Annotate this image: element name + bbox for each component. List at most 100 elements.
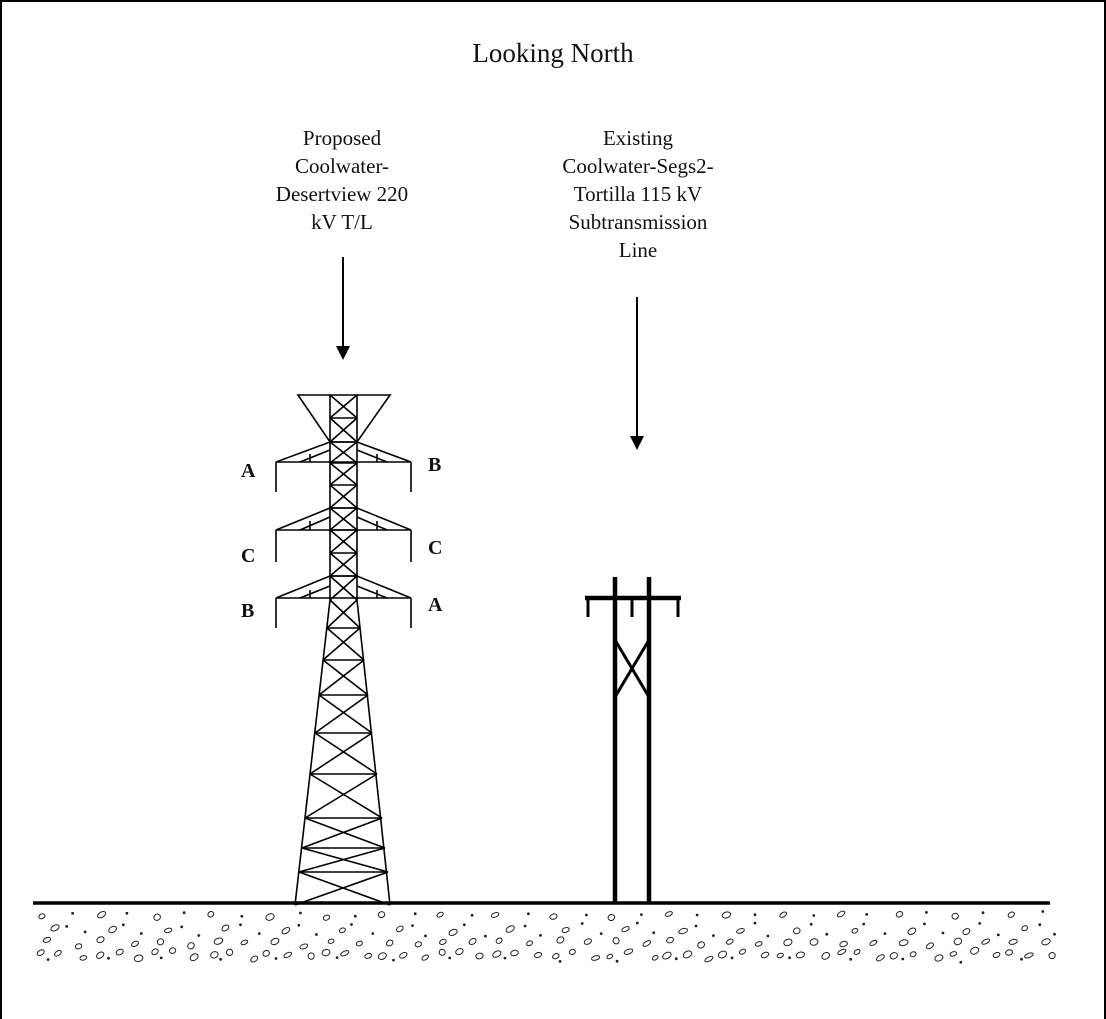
gravel-pebble bbox=[38, 913, 46, 920]
gravel-pebble bbox=[492, 950, 502, 958]
phase-label-right-middle: C bbox=[428, 537, 443, 559]
gravel-dot bbox=[809, 922, 813, 926]
proposed-label-line: Desertview 220 bbox=[275, 182, 409, 206]
gravel-dot bbox=[1041, 910, 1045, 913]
gravel-dot bbox=[695, 913, 699, 917]
gravel-dot bbox=[539, 934, 542, 937]
gravel-dot bbox=[197, 934, 201, 937]
gravel-pebble bbox=[591, 955, 601, 961]
gravel-pebble bbox=[187, 942, 195, 950]
gravel-pebble bbox=[96, 936, 105, 944]
existing-label-line: Subtransmission bbox=[568, 210, 708, 234]
proposed-label-line: Coolwater- bbox=[294, 154, 390, 178]
gravel-dot bbox=[635, 921, 639, 925]
gravel-dot bbox=[674, 957, 678, 961]
gravel-pebble bbox=[1008, 938, 1018, 945]
existing-label-line: Coolwater-Segs2- bbox=[562, 154, 714, 178]
gravel-pebble bbox=[270, 937, 280, 946]
gravel-dot bbox=[996, 933, 1000, 937]
gravel-pebble bbox=[377, 911, 386, 919]
gravel-dot bbox=[585, 913, 588, 917]
gravel-pebble bbox=[505, 925, 515, 933]
gravel-dot bbox=[462, 923, 466, 927]
gravel-dot bbox=[615, 959, 619, 963]
gravel-pebble bbox=[779, 911, 788, 918]
gravel-pebble bbox=[395, 925, 404, 933]
gravel-dot bbox=[139, 932, 143, 935]
gravel-dot bbox=[580, 922, 584, 925]
gravel-pebble bbox=[895, 911, 904, 918]
phase-label-right-top: B bbox=[428, 454, 442, 476]
gravel-pebble bbox=[754, 941, 763, 947]
gravel-pebble bbox=[776, 952, 784, 959]
phase-label-left-middle: C bbox=[241, 545, 256, 567]
ground-gravel bbox=[36, 910, 1056, 964]
gravel-pebble bbox=[606, 953, 614, 960]
gravel-pebble bbox=[510, 949, 519, 957]
gravel-pebble bbox=[962, 928, 971, 936]
gravel-dot bbox=[350, 923, 353, 926]
gravel-pebble bbox=[385, 939, 394, 947]
gravel-pebble bbox=[115, 948, 124, 956]
gravel-pebble bbox=[612, 937, 620, 945]
gravel-pebble bbox=[299, 943, 309, 950]
gravel-pebble bbox=[736, 928, 745, 934]
gravel-dot bbox=[413, 912, 417, 916]
gravel-pebble bbox=[96, 951, 105, 959]
gravel-dot bbox=[978, 922, 982, 925]
gravel-pebble bbox=[1021, 925, 1029, 932]
gravel-dot bbox=[527, 912, 530, 916]
gravel-pebble bbox=[50, 924, 60, 932]
gravel-dot bbox=[46, 958, 50, 961]
gravel-pebble bbox=[42, 936, 52, 943]
gravel-pebble bbox=[439, 938, 447, 945]
gravel-dot bbox=[599, 932, 603, 935]
gravel-dot bbox=[766, 934, 770, 938]
gravel-dot bbox=[71, 911, 74, 915]
gravel-dot bbox=[812, 914, 816, 917]
gravel-pebble bbox=[934, 954, 944, 962]
gravel-dot bbox=[849, 957, 853, 961]
gravel-dot bbox=[371, 932, 375, 935]
gravel-pebble bbox=[970, 946, 980, 955]
gravel-pebble bbox=[36, 949, 45, 957]
gravel-pebble bbox=[74, 943, 83, 950]
gravel-dot bbox=[297, 923, 301, 927]
phase-label-right-bottom: A bbox=[428, 594, 443, 616]
existing-label-line: Tortilla 115 kV bbox=[573, 182, 703, 206]
gravel-pebble bbox=[783, 938, 793, 947]
gravel-dot bbox=[299, 911, 302, 915]
gravel-pebble bbox=[549, 913, 558, 920]
gravel-dot bbox=[652, 931, 656, 935]
gravel-pebble bbox=[207, 911, 215, 918]
gravel-pebble bbox=[621, 926, 630, 933]
gravel-pebble bbox=[355, 940, 363, 947]
gravel-pebble bbox=[898, 939, 909, 947]
gravel-dot bbox=[182, 911, 186, 915]
gravel-pebble bbox=[340, 950, 350, 957]
gravel-dot bbox=[753, 913, 757, 917]
gravel-dot bbox=[503, 956, 507, 960]
gravel-pebble bbox=[1007, 911, 1015, 918]
proposed-line-label: Proposed Coolwater- Desertview 220 kV T/… bbox=[227, 124, 457, 236]
gravel-pebble bbox=[490, 912, 500, 918]
gravel-pebble bbox=[156, 938, 165, 946]
gravel-pebble bbox=[1041, 938, 1051, 946]
proposed-label-line: Proposed bbox=[302, 126, 382, 150]
gravel-pebble bbox=[889, 952, 898, 960]
gravel-dot bbox=[694, 924, 698, 928]
gravel-pebble bbox=[283, 951, 293, 959]
gravel-pebble bbox=[79, 955, 88, 961]
gravel-pebble bbox=[226, 948, 234, 956]
gravel-pebble bbox=[1024, 952, 1034, 959]
gravel-pebble bbox=[809, 938, 819, 946]
existing-arrow bbox=[630, 297, 644, 450]
gravel-dot bbox=[640, 913, 643, 916]
gravel-pebble bbox=[364, 952, 373, 959]
gravel-dot bbox=[411, 924, 414, 927]
gravel-pebble bbox=[925, 942, 935, 950]
gravel-pebble bbox=[307, 952, 315, 960]
gravel-pebble bbox=[949, 951, 958, 957]
gravel-pebble bbox=[189, 953, 199, 962]
gravel-pebble bbox=[666, 936, 675, 944]
